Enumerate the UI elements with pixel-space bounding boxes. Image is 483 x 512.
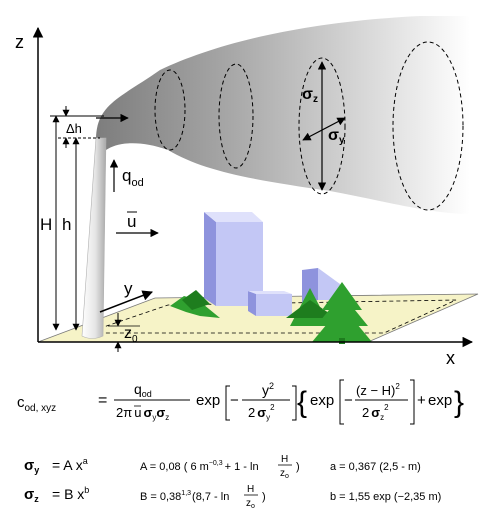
svg-text:y2: y2 (262, 381, 274, 398)
plume-ellipse-2 (218, 63, 254, 169)
sigma-z-label: σz (302, 86, 318, 105)
svg-text:+: + (417, 392, 426, 409)
svg-text:exp: exp (196, 392, 220, 409)
svg-text:H: H (281, 454, 288, 465)
sigma-z-equation: σz = B xb (24, 485, 89, 504)
sigma-y-label: σy (328, 127, 345, 146)
q-od-label: qod (122, 166, 144, 189)
svg-text:H: H (247, 484, 254, 495)
svg-text:A = 0,08 ( 6 m−0,3+ 1 - ln: A = 0,08 ( 6 m−0,3+ 1 - ln (140, 460, 259, 473)
sigma-y-equation: σy = A xa (24, 456, 88, 475)
z0-label: z0 (124, 325, 138, 345)
H-label: H (40, 215, 52, 234)
svg-text:exp: exp (428, 392, 452, 409)
svg-text:B = 0,381,3(8,7 - ln: B = 0,381,3(8,7 - ln (140, 490, 229, 503)
x-axis-label: x (446, 348, 455, 368)
tree-middle (286, 288, 336, 326)
plume-ellipse-4 (392, 41, 464, 211)
svg-text:exp: exp (310, 392, 334, 409)
ground-dashed-outline (85, 299, 457, 334)
tree-right (312, 282, 372, 344)
building-right (302, 268, 340, 304)
svg-text:−: − (230, 392, 239, 409)
tree-left (170, 290, 220, 318)
svg-text:zo: zo (280, 468, 289, 480)
y-axis-label: y (124, 279, 133, 298)
delta-h-label: Δh (66, 121, 82, 136)
svg-text:(z − H)2: (z − H)2 (356, 382, 400, 398)
h-label: h (62, 215, 71, 234)
svg-text:{: { (297, 386, 307, 419)
svg-text:zo: zo (246, 498, 255, 510)
svg-text:−: − (344, 392, 353, 409)
plume (96, 16, 470, 214)
svg-text:): ) (262, 491, 266, 503)
svg-text:cod, xyz: cod, xyz (17, 394, 56, 414)
svg-text:= A xa: = A xa (52, 456, 88, 473)
svg-text:= B xb: = B xb (52, 485, 89, 502)
plume-ellipse-1 (154, 69, 186, 151)
building-tall (204, 212, 263, 306)
B-equation: B = 0,381,3(8,7 - ln H zo ) (140, 484, 266, 510)
svg-text:qod: qod (134, 381, 152, 399)
A-equation: A = 0,08 ( 6 m−0,3+ 1 - ln H zo ) (140, 454, 300, 480)
u-bar-label: u (127, 212, 136, 231)
building-low (248, 291, 292, 316)
svg-text:σy: σy (24, 457, 39, 475)
svg-text:=: = (98, 392, 107, 409)
svg-text:): ) (296, 461, 300, 473)
stack (81, 137, 107, 339)
z-axis-label: z (15, 32, 24, 52)
a-equation: a = 0,367 (2,5 - m) (330, 461, 421, 473)
svg-text:}: } (454, 386, 464, 419)
y-axis (99, 290, 153, 313)
sigma-y-arrow (302, 117, 346, 141)
b-equation: b = 1,55 exp (−2,35 m) (330, 491, 441, 503)
svg-text:σz: σz (24, 486, 39, 504)
